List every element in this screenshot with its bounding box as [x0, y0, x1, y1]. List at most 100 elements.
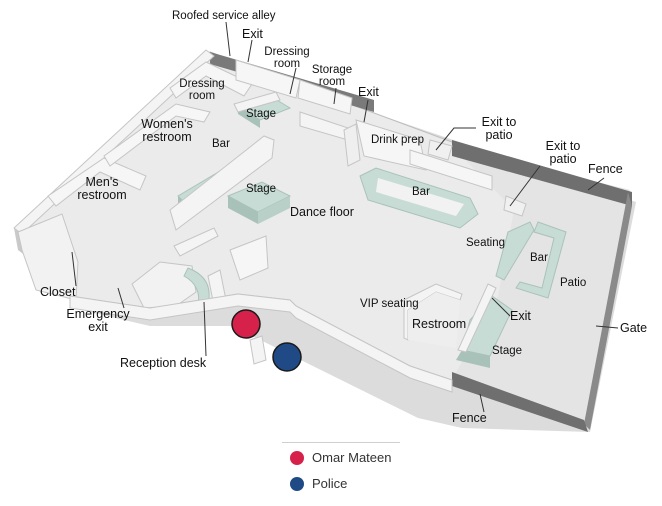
dressing-room-left-walls: [169, 61, 253, 99]
label-drink-prep: Drink prep: [371, 134, 425, 146]
label-exit-to-patio-1-line1: Exit to: [481, 115, 517, 129]
label-seating: Seating: [466, 237, 506, 249]
legend-label-police: Police: [312, 476, 348, 491]
label-reception-desk: Reception desk: [120, 356, 207, 370]
label-exit-right: Exit: [510, 309, 531, 323]
leader-fence-bottom: [479, 393, 485, 413]
label-dressing-room-top-line2: room: [273, 58, 301, 71]
stage-bottom-wall: [457, 283, 497, 353]
mens-restroom-walls: [47, 157, 147, 207]
dressing-room-top-walls: [235, 59, 301, 99]
label-womens-restroom-line1: Women's: [141, 117, 193, 131]
leader-exit-top: [247, 39, 253, 63]
storage-room-walls: [297, 79, 353, 115]
partition-wall-center: [173, 227, 219, 257]
label-exit-top: Exit: [242, 27, 263, 41]
label-storage-room-line1: Storage: [311, 64, 353, 76]
womens-restroom-walls: [103, 103, 211, 167]
label-patio: Patio: [560, 277, 587, 289]
label-mens-restroom: Men's restroom: [72, 175, 132, 203]
label-dance-floor: Dance floor: [290, 205, 354, 219]
bar-center-back-wall: [409, 149, 493, 191]
leader-roofed-service-alley: [225, 21, 231, 57]
leader-gate: [595, 325, 619, 329]
legend-item-police: Police: [290, 476, 347, 491]
label-vip-seating: VIP seating: [360, 298, 419, 310]
restroom-bottom-floor: [408, 292, 460, 348]
leader-reception-desk: [203, 301, 207, 357]
label-emergency-exit-line2: exit: [88, 320, 108, 335]
label-bar-patio: Bar: [530, 252, 548, 264]
legend: Omar Mateen Police: [282, 442, 400, 491]
label-womens-restroom: Women's restroom: [138, 117, 196, 145]
label-dressing-room-top: Dressing room: [264, 46, 310, 70]
label-stage-bottom: Stage: [492, 345, 523, 357]
leader-exit-to-patio-1: [435, 127, 476, 151]
stage-top-side: [238, 106, 260, 128]
label-dressing-room-left: Dressing room: [178, 78, 226, 102]
label-mens-restroom-line1: Men's: [85, 175, 119, 189]
drink-prep-walls: [355, 119, 427, 171]
label-storage-room-line2: room: [318, 76, 346, 89]
police-legend-dot-icon: [290, 476, 304, 491]
legend-label-omar-mateen: Omar Mateen: [312, 450, 392, 465]
leader-fence-top: [587, 177, 605, 191]
leader-exit-storage: [363, 99, 369, 123]
leader-closet: [71, 251, 77, 287]
label-restroom: Restroom: [412, 317, 467, 331]
label-exit-to-patio-1: Exit to patio: [476, 115, 522, 143]
label-womens-restroom-line2: restroom: [142, 130, 192, 145]
label-exit-to-patio-1-line2: patio: [485, 128, 513, 143]
leader-lines: [71, 21, 619, 413]
leader-dressing-room-top: [289, 67, 297, 95]
label-closet: Closet: [40, 285, 76, 299]
label-stage-middle: Stage: [246, 183, 277, 195]
stage-middle-side: [228, 196, 258, 224]
patio-floor: [452, 146, 630, 424]
label-dressing-room-left-line1: Dressing: [179, 78, 225, 90]
legend-item-omar-mateen: Omar Mateen: [290, 450, 391, 465]
drink-prep-wall-l: [343, 123, 361, 167]
label-gate: Gate: [620, 321, 648, 335]
leader-exit-right: [491, 297, 511, 317]
bar-patio-counter: [515, 221, 567, 299]
label-roofed-service-alley: Roofed service alley: [172, 10, 276, 22]
label-dressing-room-top-line1: Dressing: [264, 46, 310, 58]
exit-patio-passage-2: [503, 195, 527, 217]
bar-center-inner: [376, 178, 464, 216]
label-emergency-exit: Emergency exit: [66, 307, 130, 335]
fence-right-wall: [584, 192, 632, 430]
leader-storage-room: [333, 87, 337, 105]
stage-bottom-side: [456, 350, 490, 368]
label-bar-center: Bar: [412, 186, 430, 198]
exit-patio-passage: [427, 139, 453, 161]
label-exit-storage: Exit: [358, 85, 379, 99]
front-wall: [69, 293, 453, 393]
outside-box: [249, 335, 267, 365]
police-marker: [272, 342, 302, 372]
stage-top-wall: [233, 91, 281, 113]
label-fence-bottom: Fence: [452, 411, 487, 425]
leader-exit-to-patio-2: [509, 165, 541, 207]
leader-emergency-exit: [117, 287, 125, 309]
label-exit-to-patio-2-line1: Exit to: [545, 139, 581, 153]
seating-strip: [495, 221, 535, 281]
label-stage-top: Stage: [246, 108, 277, 120]
label-emergency-exit-line1: Emergency: [66, 307, 130, 321]
fence-top-wall: [452, 140, 632, 206]
label-storage-room: Storage room: [310, 64, 354, 88]
omar-mateen-legend-dot-icon: [290, 450, 304, 465]
label-dressing-room-left-line2: room: [188, 90, 216, 103]
label-mens-restroom-line2: restroom: [77, 188, 127, 203]
stage-middle-side-r: [258, 196, 290, 224]
label-exit-to-patio-2-line2: patio: [549, 152, 577, 167]
label-exit-to-patio-2: Exit to patio: [540, 139, 586, 167]
partition-curve-wall: [229, 235, 269, 281]
fence-bottom-wall: [452, 372, 588, 432]
label-bar-left: Bar: [212, 138, 230, 150]
bar-left-wall: [169, 135, 275, 231]
label-fence-top: Fence: [588, 162, 623, 176]
omar-mateen-marker: [231, 309, 261, 339]
